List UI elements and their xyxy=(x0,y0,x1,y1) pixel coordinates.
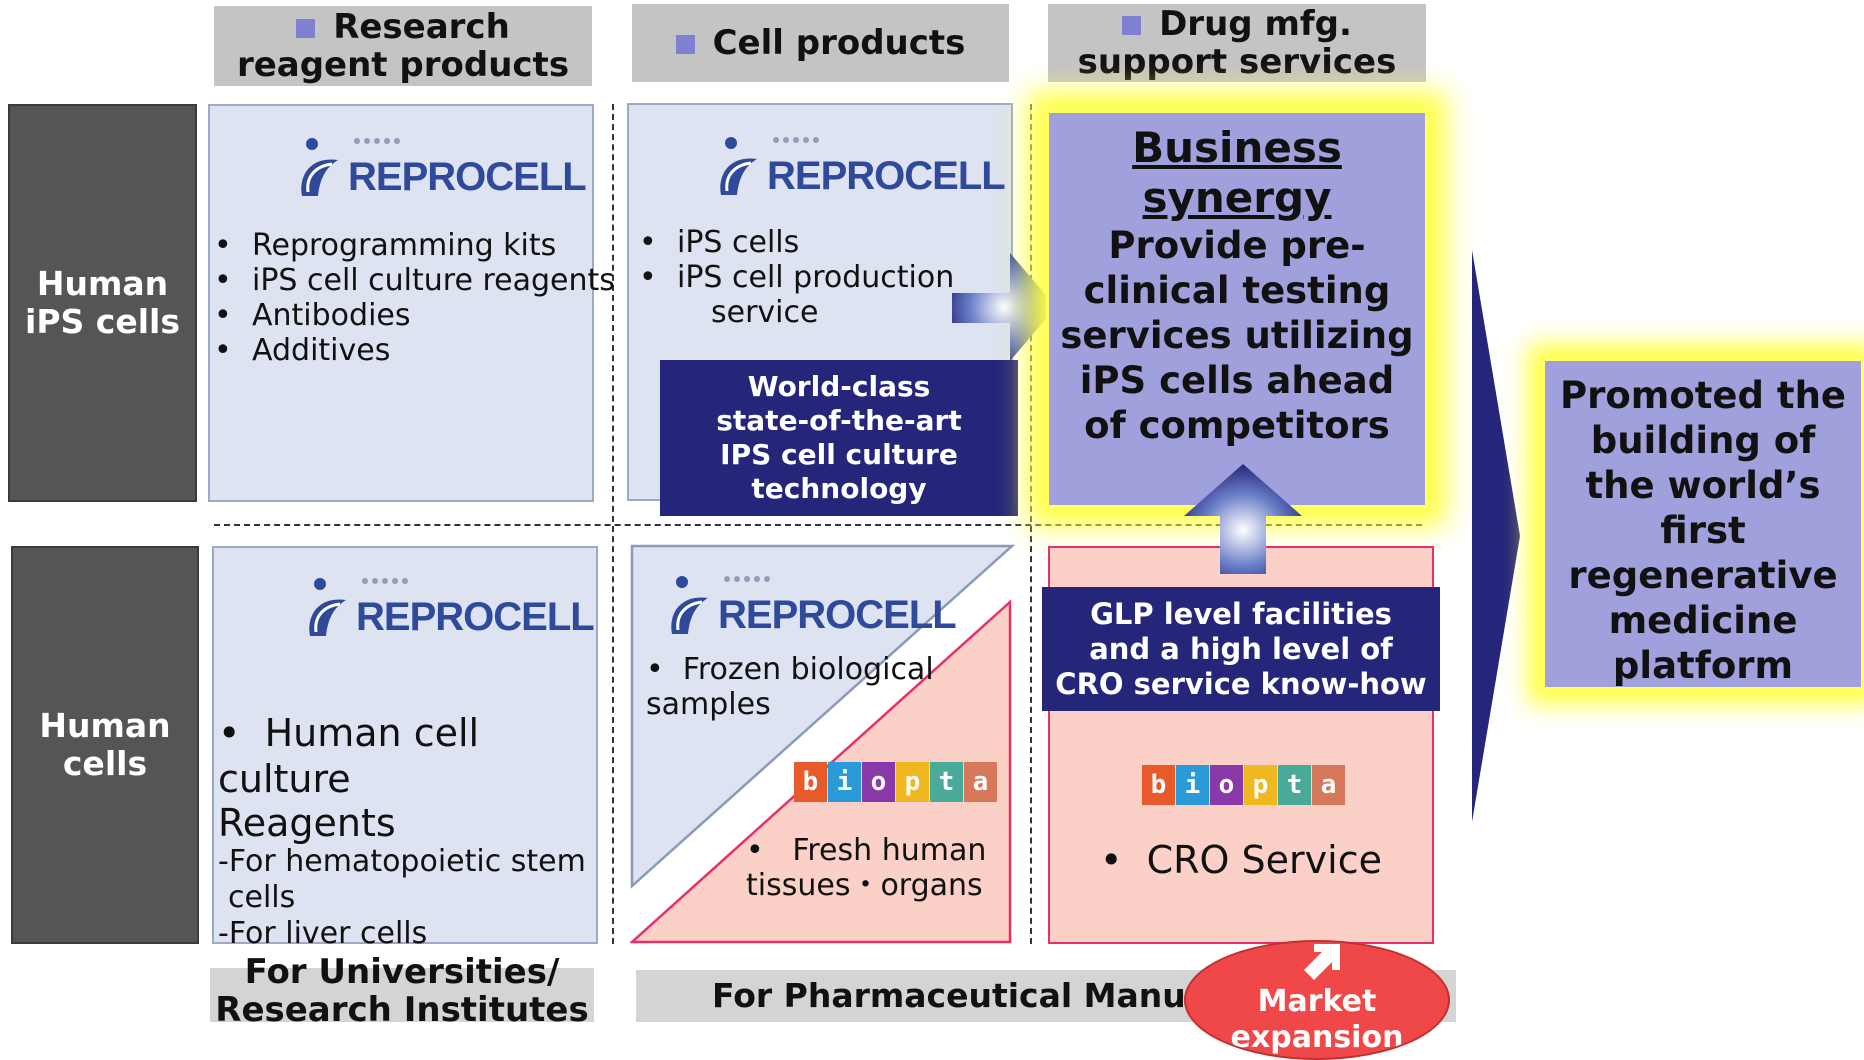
bullet-icon: • xyxy=(1100,838,1123,882)
list-item: Additives xyxy=(214,333,594,368)
synergy-title: Business xyxy=(1132,123,1342,172)
up-arrow-icon xyxy=(1184,464,1302,574)
reprocell-mark-icon xyxy=(301,138,338,196)
reprocell-mark-icon xyxy=(309,578,346,636)
frozen-samples-triangle xyxy=(630,544,1016,889)
square-bullet-icon xyxy=(296,19,316,38)
bullet-icon: • xyxy=(646,652,664,687)
big-right-arrow-icon xyxy=(1472,250,1520,822)
synergy-description: Provide pre- clinical testing services u… xyxy=(1060,224,1414,447)
list-item: iPS cell production xyxy=(639,260,1009,295)
right-arrow-icon xyxy=(952,253,1056,361)
panel-human-reagents: REPROCELL • Human cell culture Reagents … xyxy=(212,546,598,951)
list-item-continuation: service xyxy=(711,295,819,330)
list-item: iPS cells xyxy=(639,225,1009,260)
logo-dots-icon xyxy=(362,578,408,584)
ips-reagents-list: Reprogramming kits iPS cell culture reag… xyxy=(214,228,615,368)
logo-dots-icon xyxy=(773,137,819,143)
bullet-icon: • xyxy=(746,833,764,868)
square-bullet-icon xyxy=(1122,16,1142,35)
bullet-icon: • xyxy=(218,711,241,755)
logo-dots-icon xyxy=(354,138,400,144)
column-header-cell-products: Cell products xyxy=(632,4,1009,82)
reprocell-logo: REPROCELL xyxy=(717,135,1006,199)
reprocell-mark-icon xyxy=(671,576,708,634)
frozen-samples-text: • Frozen biological samples xyxy=(646,652,934,722)
biopta-logo: b i o p t a xyxy=(1142,765,1345,805)
grid-divider-horizontal xyxy=(214,524,1422,526)
reprocell-logo: REPROCELL xyxy=(668,574,957,638)
list-item: Antibodies xyxy=(214,298,594,333)
reprocell-logo: REPROCELL xyxy=(298,136,587,200)
cro-service-text: • CRO Service xyxy=(1100,838,1382,882)
ips-products-list: iPS cells iPS cell production xyxy=(639,225,1009,295)
human-reagents-text: • Human cell culture Reagents -For hemat… xyxy=(218,711,586,951)
column-header-drug-mfg-support: Drug mfg. support services xyxy=(1048,4,1426,82)
reprocell-mark-icon xyxy=(720,137,757,195)
panel-ips-reagents: REPROCELL Reprogramming kits iPS cell cu… xyxy=(208,104,615,502)
footer-universities: For Universities/ Research Institutes xyxy=(210,953,594,1029)
business-synergy-box: Business synergy Provide pre- clinical t… xyxy=(1046,110,1428,508)
market-arrow-icon xyxy=(1304,944,1340,980)
biopta-logo: b i o p t a xyxy=(794,762,997,802)
callout-glp-facilities: GLP level facilities and a high level of… xyxy=(1042,587,1440,711)
list-item: iPS cell culture reagents xyxy=(214,263,615,298)
square-bullet-icon xyxy=(675,35,695,54)
logo-dots-icon xyxy=(724,576,770,582)
reprocell-logo: REPROCELL xyxy=(306,576,595,640)
list-item: Reprogramming kits xyxy=(214,228,594,263)
synergy-title: synergy xyxy=(1142,173,1332,222)
column-header-research-reagents: Research reagent products xyxy=(214,6,592,86)
result-box: Promoted the building of the world’s fir… xyxy=(1542,358,1864,690)
callout-ips-culture-technology: World-class state-of-the-art IPS cell cu… xyxy=(660,360,1018,516)
panel-ips-cell-products: REPROCELL iPS cells iPS cell production … xyxy=(627,103,1013,501)
fresh-tissues-text: • Fresh human tissues・organs xyxy=(746,833,987,903)
